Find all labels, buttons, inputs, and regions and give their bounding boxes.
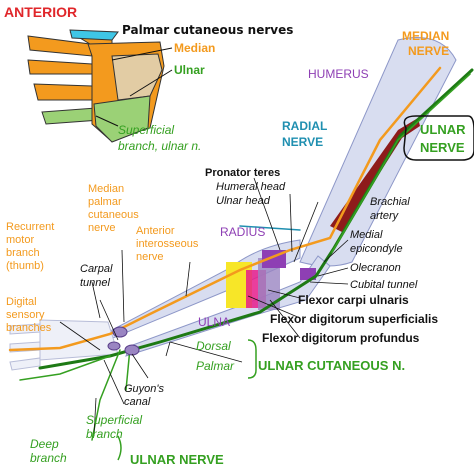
deep-branch-label-1: Deep [30,437,59,451]
fdp-label: Flexor digitorum profundus [262,331,420,345]
ulnar-head-label: Ulnar head [216,195,271,207]
carpal-tunnel-label-2: tunnel [80,277,111,289]
cubital-tunnel-label: Cubital tunnel [350,279,418,291]
digital-label-1: Digital [6,296,37,308]
radial-nerve-label-1: RADIAL [282,119,327,133]
pronator-teres-label: Pronator teres [205,167,280,179]
humerus-label: HUMERUS [308,67,369,81]
median-palmar-label-3: cutaneous [88,209,139,221]
radius-label: RADIUS [220,225,265,239]
digital-label-3: branches [6,322,52,334]
inset-ulnar: Ulnar [174,63,205,77]
fdp-muscle [258,258,280,310]
recurrent-label-2: motor [6,234,34,246]
brachial-label-2: artery [370,210,400,222]
median-palmar-label-4: nerve [88,222,116,234]
olecranon-label: Olecranon [350,262,401,274]
inset-heading: Palmar cutaneous nerves [122,23,293,37]
fds-label: Flexor digitorum superficialis [270,312,438,326]
median-palmar-label-1: Median [88,183,124,195]
dorsal-label: Dorsal [196,339,231,353]
recurrent-label-4: (thumb) [6,260,44,272]
ulnar-cutaneous-bracket [247,339,257,379]
superficial-branch-label-2: branch [86,427,123,441]
brachial-label-1: Brachial [370,196,410,208]
median-nerve-label-1: MEDIAN [402,29,449,43]
tunnel-marks [107,326,140,356]
inset-superficial-2: branch, ulnar n. [118,139,201,153]
palmar-label: Palmar [196,359,235,373]
leader-lines [59,177,349,437]
ulnar-nerve-bracket [117,435,122,461]
inset-hand [27,29,173,143]
anterior-interosseous-label-3: nerve [136,251,164,263]
nerves [8,66,474,441]
anterior-interosseous-label-1: Anterior [136,225,175,237]
guyons-canal-label-1: Guyon's [124,383,165,395]
carpal-tunnel-label-1: Carpal [80,263,113,275]
inset-superficial-1: Superficial [118,123,174,137]
deep-branch-label-2: branch [30,451,67,465]
brachial-artery [330,118,420,232]
median-nerve-label-2: NERVE [408,44,449,58]
ulna-label: ULNA [198,315,230,329]
ulnar-nerve-callout [403,115,474,161]
ulnar-nerve-top-label-1: ULNAR [420,122,466,137]
guyons-canal-label-2: canal [124,396,151,408]
ulnar-nerve-bottom-label: ULNAR NERVE [130,452,224,467]
median-palmar-label-2: palmar [88,196,122,208]
ulnar-nerve-top-label-2: NERVE [420,140,465,155]
superficial-branch-label-1: Superficial [86,413,142,427]
radial-nerve-label-2: NERVE [282,135,323,149]
title: ANTERIOR [4,4,77,20]
anterior-interosseous-label-2: interosseous [136,238,199,250]
digital-label-2: sensory [6,309,45,321]
medial-epicondyle-label-2: epicondyle [350,243,403,255]
humeral-head-label: Humeral head [216,181,286,193]
recurrent-label-1: Recurrent [6,221,54,233]
recurrent-label-3: branch [6,247,40,259]
medial-epicondyle-label-1: Medial [350,229,383,241]
inset-median: Median [174,41,215,55]
fcu-label: Flexor carpi ulnaris [298,293,409,307]
ulnar-cutaneous-label: ULNAR CUTANEOUS N. [258,358,405,373]
